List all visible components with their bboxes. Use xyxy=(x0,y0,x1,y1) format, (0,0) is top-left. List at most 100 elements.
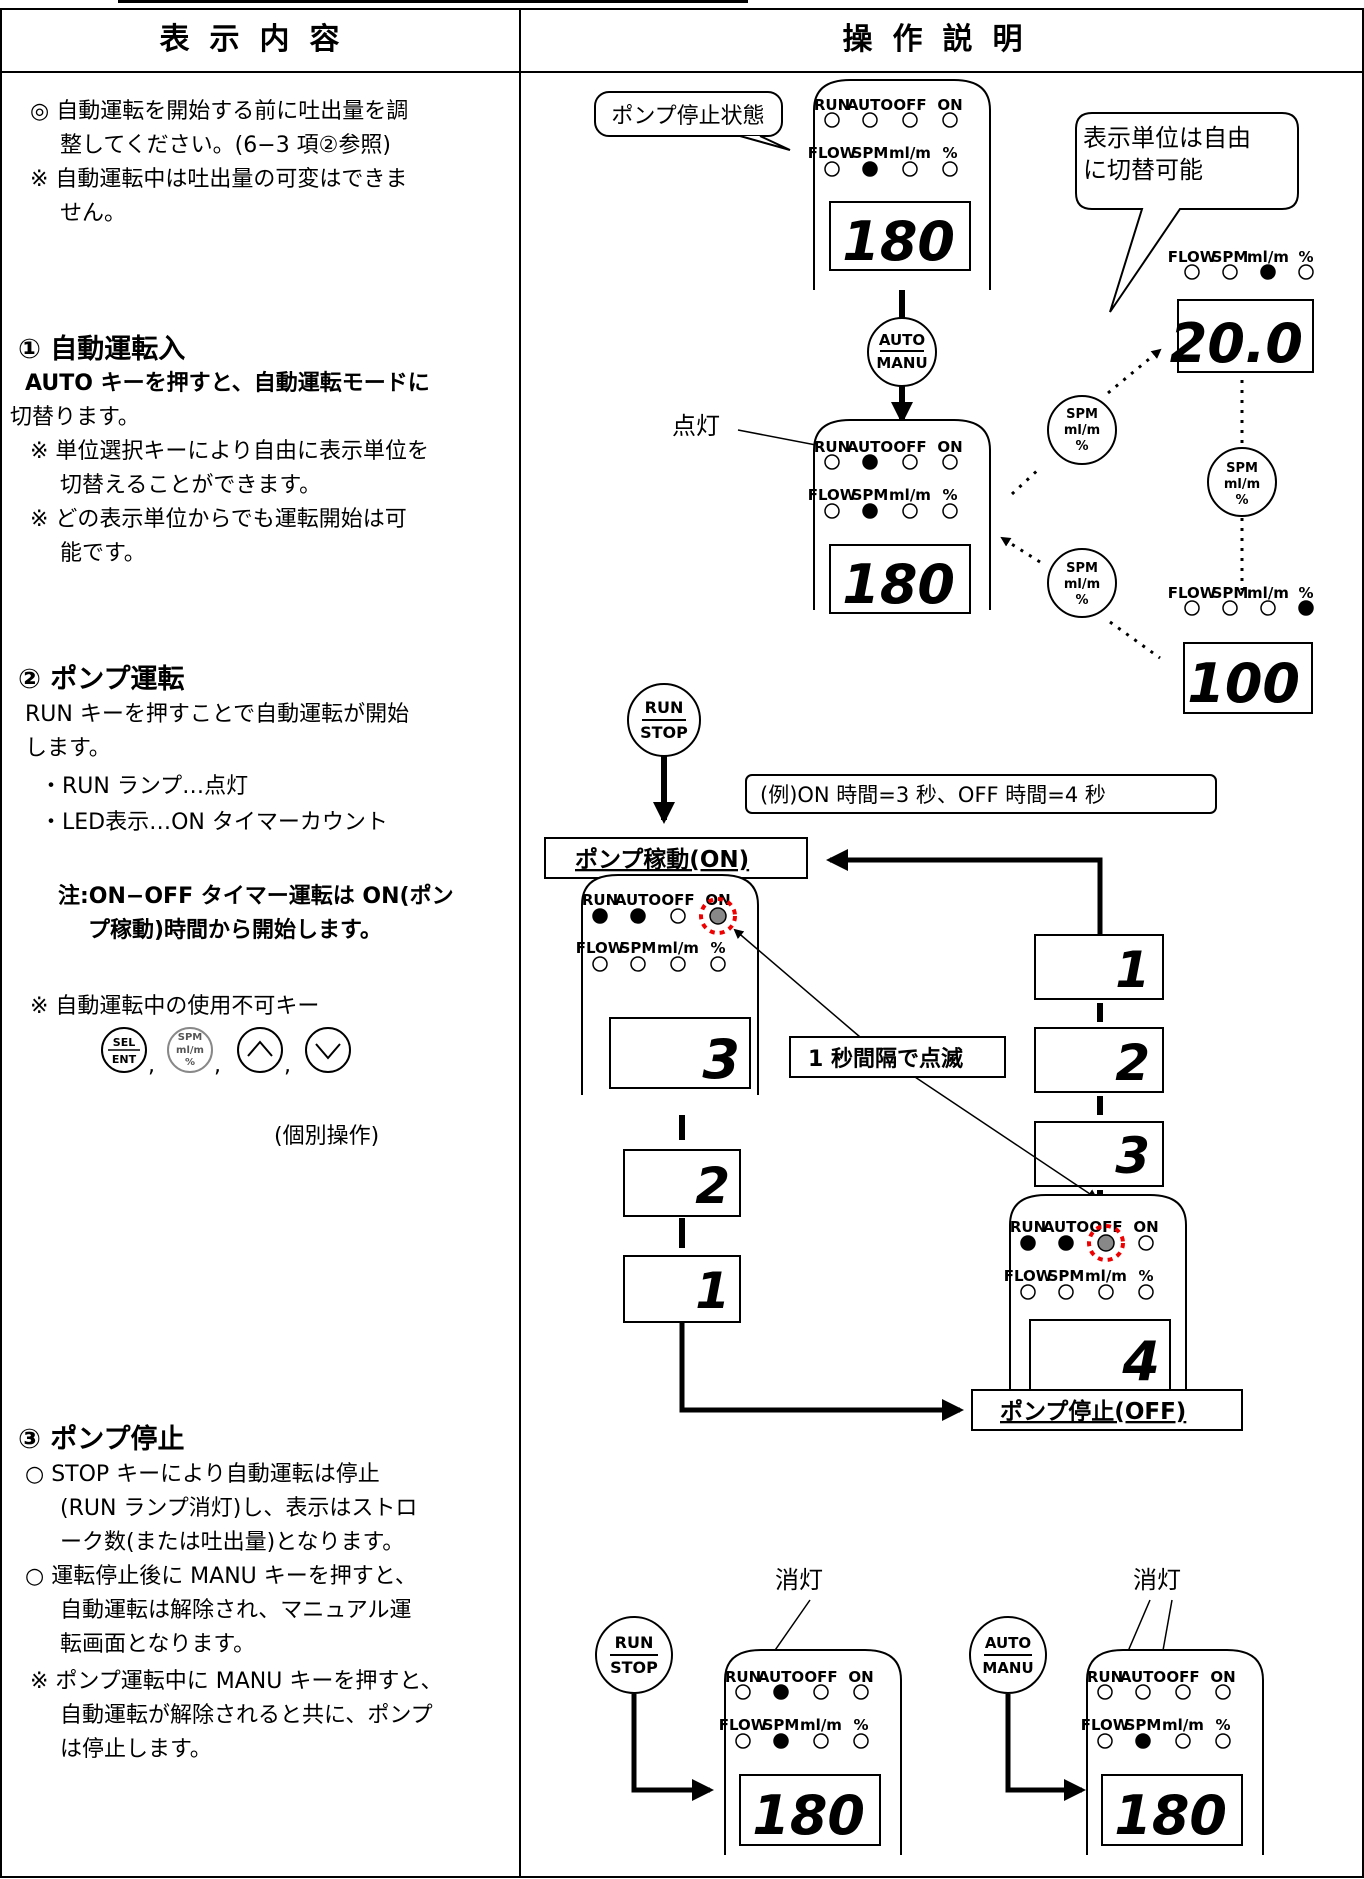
display-pct-group: FLOW SPM ml/m % 100 xyxy=(1168,584,1314,715)
display-off-4: 4 xyxy=(1121,1330,1160,1393)
svg-text:AUTO: AUTO xyxy=(1120,1668,1166,1686)
section-2-title: ② ポンプ運転 xyxy=(18,664,185,695)
display-mlm: 20.0 xyxy=(1170,312,1303,375)
svg-text:SPM: SPM xyxy=(1212,248,1249,266)
svg-text:RUN: RUN xyxy=(582,891,618,909)
svg-text:ml/m: ml/m xyxy=(800,1716,842,1734)
s2-line-3: ・RUN ランプ…点灯 xyxy=(40,774,249,799)
s2-note-1: 注:ON−OFF タイマー運転は ON(ポン xyxy=(58,884,454,909)
svg-text:SPM: SPM xyxy=(620,939,657,957)
svg-text:%: % xyxy=(185,1057,195,1068)
display-count-2: 2 xyxy=(695,1157,730,1215)
svg-text:ON: ON xyxy=(848,1668,873,1686)
intro-line-4: せん。 xyxy=(60,201,127,226)
svg-text:AUTO: AUTO xyxy=(847,438,893,456)
svg-text:SEL: SEL xyxy=(113,1036,135,1049)
svg-text:AUTO: AUTO xyxy=(1043,1218,1089,1236)
callout-stop-state: ポンプ停止状態 xyxy=(594,91,791,151)
run-stop-key-2: RUN STOP xyxy=(595,1616,673,1694)
svg-text:FLOW: FLOW xyxy=(1168,584,1217,602)
lamp-label-spm: SPM xyxy=(852,144,889,162)
s2-note-2: プ稼動)時間から開始します。 xyxy=(88,918,382,943)
svg-text:FLOW: FLOW xyxy=(1168,248,1217,266)
svg-text:OFF: OFF xyxy=(661,891,694,909)
svg-text:SPM: SPM xyxy=(852,486,889,504)
label-off-1: 消灯 xyxy=(775,1566,823,1594)
svg-text:SPM: SPM xyxy=(178,1032,203,1043)
svg-text:,: , xyxy=(148,1053,155,1078)
svg-text:%: % xyxy=(710,939,725,957)
display-manual-result: 180 xyxy=(1114,1784,1227,1847)
auto-manu-key-1: AUTO MANU xyxy=(867,317,937,387)
example-text: (例)ON 時間=3 秒、OFF 時間=4 秒 xyxy=(760,783,1106,807)
column-divider xyxy=(519,8,521,1878)
svg-text:ml/m: ml/m xyxy=(176,1045,204,1056)
svg-text:SPM: SPM xyxy=(1066,561,1098,576)
pump-on-text: ポンプ稼動(ON) xyxy=(575,846,749,873)
panel-off-count: RUN AUTO OFF ON FLOW SPM ml/m % 4 xyxy=(1004,1194,1187,1393)
svg-text:FLOW: FLOW xyxy=(576,939,625,957)
svg-text:RUN: RUN xyxy=(1087,1668,1123,1686)
callout-unit-text-1: 表示単位は自由 xyxy=(1083,124,1251,152)
svg-text:OFF: OFF xyxy=(893,438,926,456)
svg-text:,: , xyxy=(284,1053,291,1078)
s1-line-4: 切替えることができます。 xyxy=(60,473,322,498)
svg-text:%: % xyxy=(853,1716,868,1734)
pump-off-box: ポンプ停止(OFF) xyxy=(971,1389,1243,1431)
display-count-1: 1 xyxy=(695,1262,730,1320)
display-countup-2: 2 xyxy=(1115,1034,1150,1092)
svg-text:ON: ON xyxy=(1210,1668,1235,1686)
svg-text:RUN: RUN xyxy=(814,438,850,456)
svg-text:ml/m: ml/m xyxy=(1064,577,1100,592)
s2-unusable-keys: ※ 自動運転中の使用不可キー xyxy=(30,994,320,1019)
svg-text:%: % xyxy=(1298,248,1313,266)
svg-text:FLOW: FLOW xyxy=(1081,1716,1130,1734)
svg-text:ml/m: ml/m xyxy=(1085,1267,1127,1285)
s3-line-4: ○ 運転停止後に MANU キーを押すと、 xyxy=(25,1564,417,1589)
run-stop-key-1: RUN STOP xyxy=(627,683,701,757)
svg-text:ON: ON xyxy=(1133,1218,1158,1236)
s1-line-1: AUTO キーを押すと、自動運転モードに xyxy=(25,371,430,396)
svg-text:STOP: STOP xyxy=(610,1658,658,1677)
svg-text:ml/m: ml/m xyxy=(889,486,931,504)
blink-box: 1 秒間隔で点滅 xyxy=(789,1036,1006,1078)
display-count-3: 3 xyxy=(702,1028,740,1091)
display-stop-result: 180 xyxy=(752,1784,865,1847)
top-rule xyxy=(118,0,748,3)
svg-text:ml/m: ml/m xyxy=(1247,248,1289,266)
svg-text:SPM: SPM xyxy=(1066,407,1098,422)
svg-text:ml/m: ml/m xyxy=(657,939,699,957)
svg-text:%: % xyxy=(1138,1267,1153,1285)
s2-line-2: します。 xyxy=(25,736,111,761)
s3-line-6: 転画面となります。 xyxy=(60,1632,256,1657)
lamp-label-auto: AUTO xyxy=(847,96,893,114)
s1-line-3: ※ 単位選択キーにより自由に表示単位を xyxy=(30,439,429,464)
svg-text:ml/m: ml/m xyxy=(1247,584,1289,602)
example-box: (例)ON 時間=3 秒、OFF 時間=4 秒 xyxy=(745,774,1217,814)
label-lit: 点灯 xyxy=(672,412,720,440)
svg-text:,: , xyxy=(214,1053,221,1078)
svg-text:AUTO: AUTO xyxy=(758,1668,804,1686)
count-box-r2 xyxy=(1034,1027,1164,1093)
svg-text:%: % xyxy=(1075,593,1088,608)
count-box-r3 xyxy=(1034,1121,1164,1187)
svg-text:FLOW: FLOW xyxy=(719,1716,768,1734)
svg-text:AUTO: AUTO xyxy=(615,891,661,909)
svg-text:SPM: SPM xyxy=(1048,1267,1085,1285)
lamp-label-on: ON xyxy=(937,96,962,114)
svg-text:AUTO: AUTO xyxy=(985,1634,1031,1652)
pump-on-box: ポンプ稼動(ON) xyxy=(544,837,808,879)
panel-stopped: RUN AUTO OFF ON FLOW SPM ml/m % 180 xyxy=(808,79,991,290)
sel-ent-key-icon: SEL ENT xyxy=(101,1027,147,1073)
svg-text:%: % xyxy=(1215,1716,1230,1734)
count-box-r1 xyxy=(1034,934,1164,1000)
count-box-1 xyxy=(623,1255,741,1323)
lamp-label-off: OFF xyxy=(893,96,926,114)
s2-individual: (個別操作) xyxy=(274,1124,380,1149)
lamp-label-flow: FLOW xyxy=(808,144,857,162)
svg-text:FLOW: FLOW xyxy=(808,486,857,504)
spm-key-2: SPM ml/m % xyxy=(1047,548,1117,618)
callout-unit-text-2: に切替可能 xyxy=(1083,156,1203,184)
svg-text:SPM: SPM xyxy=(1226,461,1258,476)
